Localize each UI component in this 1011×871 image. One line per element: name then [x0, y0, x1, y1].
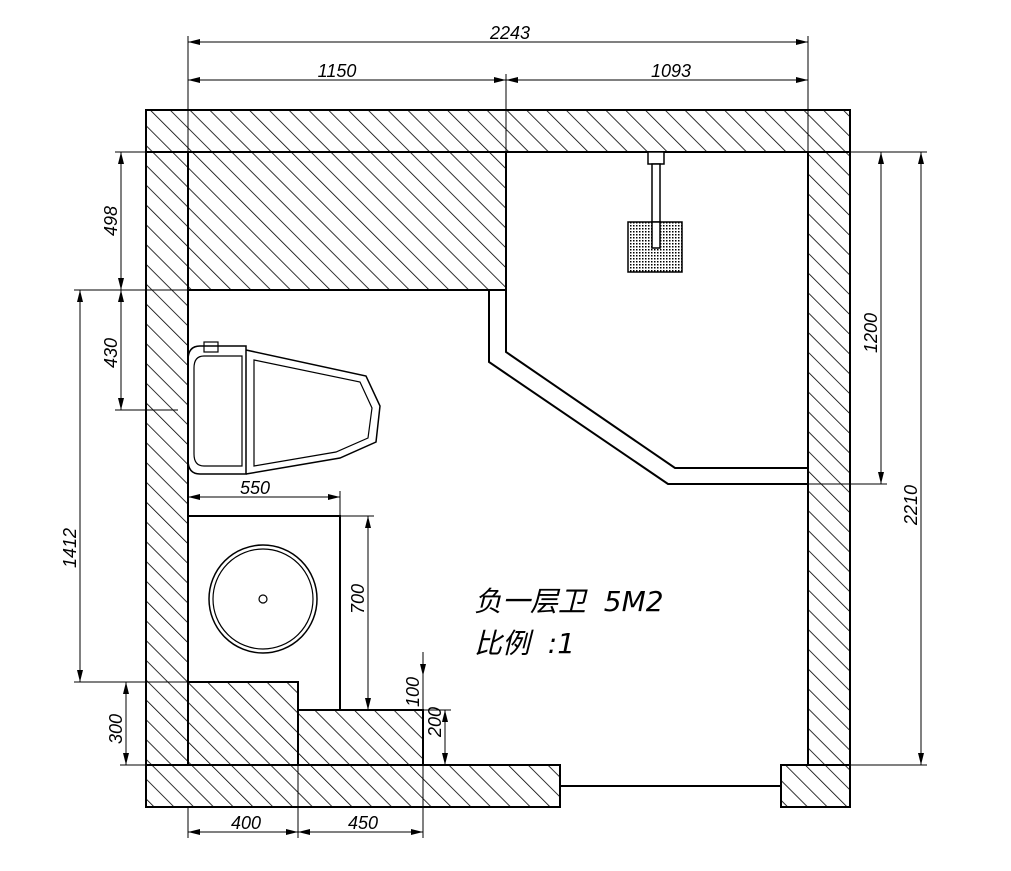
plan-title: 负一层卫 5M2: [474, 585, 664, 618]
dim-left-step: 300: [106, 714, 126, 744]
dim-left-lower: 1412: [60, 528, 80, 568]
shower-head-icon: [627, 151, 683, 273]
storage-block: [187, 151, 507, 291]
step-block-left: [187, 681, 299, 766]
step-block-right: [297, 709, 424, 766]
dim-left-storage: 498: [101, 206, 121, 236]
dim-right-total: 2210: [901, 485, 921, 526]
dim-toilet-width: 550: [240, 478, 270, 498]
dim-top-right: 1093: [651, 61, 691, 81]
dim-top-left: 1150: [318, 61, 357, 81]
dim-basin-depth: 700: [348, 584, 368, 614]
top-wall: [145, 109, 851, 153]
bottom-wall-left: [145, 764, 561, 808]
dim-bottom-mid: 450: [348, 813, 378, 833]
dim-step-a: 100: [403, 677, 423, 707]
bottom-wall-right: [780, 764, 851, 808]
dim-step-b: 200: [425, 707, 445, 738]
plan-scale: 比例 :1: [474, 627, 575, 660]
dim-bottom-left: 400: [231, 813, 261, 833]
shower-enclosure: [488, 289, 808, 485]
left-wall: [145, 151, 189, 766]
basin-icon: [188, 515, 341, 710]
dim-top-total: 2243: [489, 23, 530, 43]
right-wall: [807, 151, 851, 766]
dim-right-shower: 1200: [861, 313, 881, 353]
walls: [145, 109, 851, 808]
dimension-lines: [74, 36, 927, 838]
toilet-icon: [187, 341, 381, 475]
dim-left-toilet: 430: [101, 338, 121, 368]
dimension-arrows: [77, 39, 924, 835]
